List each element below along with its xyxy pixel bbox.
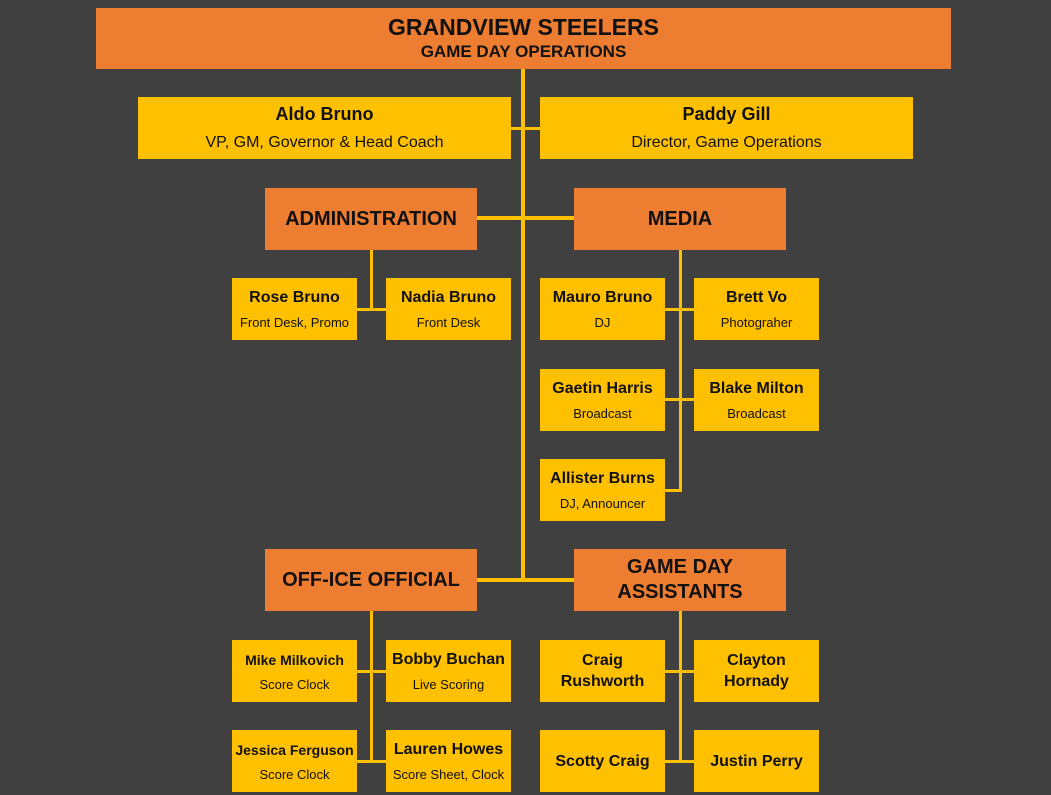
leader-name: Aldo Bruno [275,104,374,124]
person-bobby-buchan: Bobby Buchan Live Scoring [386,640,511,702]
person-mauro-bruno: Mauro Bruno DJ [540,278,665,340]
person-jessica-ferguson: Jessica Ferguson Score Clock [232,730,357,792]
leader-name: Paddy Gill [682,104,771,124]
person-name: Rose Bruno [249,288,340,306]
person-name: Bobby Buchan [392,650,505,668]
person-rose-bruno: Rose Bruno Front Desk, Promo [232,278,357,340]
person-mike-milkovich: Mike Milkovich Score Clock [232,640,357,702]
person-name: Mauro Bruno [552,288,653,306]
person-clayton-hornady: Clayton Hornady [694,640,819,702]
leader-aldo-bruno: Aldo Bruno VP, GM, Governor & Head Coach [138,97,511,159]
person-role: Live Scoring [412,676,485,692]
person-name: Scotty Craig [555,752,650,770]
dept-label-line1: GAME DAY [627,556,733,578]
person-name: Jessica Ferguson [235,741,354,758]
dept-off-ice-official: OFF-ICE OFFICIAL [265,549,477,611]
person-name: Justin Perry [710,752,803,770]
media-branch-line-1 [665,308,694,311]
assistants-stem-line [679,611,682,763]
person-name: Brett Vo [725,288,788,306]
person-name: Lauren Howes [393,740,504,758]
person-name: Mike Milkovich [245,651,344,668]
org-title: GRANDVIEW STEELERS [388,14,659,40]
person-brett-vo: Brett Vo Photograher [694,278,819,340]
assistants-branch-line-1 [665,670,694,673]
person-name-line2: Hornady [724,673,789,690]
person-role: DJ [594,314,611,330]
person-lauren-howes: Lauren Howes Score Sheet, Clock [386,730,511,792]
person-scotty-craig: Scotty Craig [540,730,665,792]
leader-role: VP, GM, Governor & Head Coach [205,134,444,151]
leader-paddy-gill: Paddy Gill Director, Game Operations [540,97,913,159]
person-name: Nadia Bruno [400,288,497,306]
dept-game-day-assistants: GAME DAY ASSISTANTS [574,549,786,611]
officials-branch-line-2 [357,760,386,763]
person-allister-burns: Allister Burns DJ, Announcer [540,459,665,521]
person-role: Broadcast [727,405,786,421]
dept-administration: ADMINISTRATION [265,188,477,250]
person-justin-perry: Justin Perry [694,730,819,792]
person-role: Score Clock [259,766,330,782]
person-blake-milton: Blake Milton Broadcast [694,369,819,431]
dept-label-line2: ASSISTANTS [617,581,743,603]
org-chart-title-box: GRANDVIEW STEELERS GAME DAY OPERATIONS [96,8,951,69]
admin-media-connector-line [477,216,574,220]
admin-branch-line [357,308,386,311]
person-name-line2: Rushworth [560,673,645,690]
person-name: Allister Burns [550,469,655,487]
person-role: DJ, Announcer [559,495,646,511]
assistants-branch-line-2 [665,760,694,763]
person-role: Front Desk [416,314,481,330]
person-role: Front Desk, Promo [239,314,350,330]
dept-media: MEDIA [574,188,786,250]
person-name: Gaetin Harris [552,379,653,397]
officials-branch-line-1 [357,670,386,673]
person-role: Score Sheet, Clock [392,766,505,782]
media-branch-line-2 [665,398,694,401]
leaders-connector-line [511,127,540,130]
media-branch-line-3 [665,489,682,492]
person-nadia-bruno: Nadia Bruno Front Desk [386,278,511,340]
person-gaetin-harris: Gaetin Harris Broadcast [540,369,665,431]
person-role: Photograher [720,314,793,330]
leader-role: Director, Game Operations [631,134,822,151]
person-name-line1: Clayton [727,652,786,669]
media-stem-line [679,250,682,492]
officials-stem-line [370,611,373,763]
person-craig-rushworth: Craig Rushworth [540,640,665,702]
org-subtitle: GAME DAY OPERATIONS [420,42,627,61]
person-name-line1: Craig [582,652,623,669]
admin-stem-line [370,250,373,311]
main-trunk-line [521,69,525,582]
officials-assistants-connector-line [477,578,574,582]
person-role: Broadcast [573,405,632,421]
person-role: Score Clock [259,676,330,692]
person-name: Blake Milton [709,379,804,397]
